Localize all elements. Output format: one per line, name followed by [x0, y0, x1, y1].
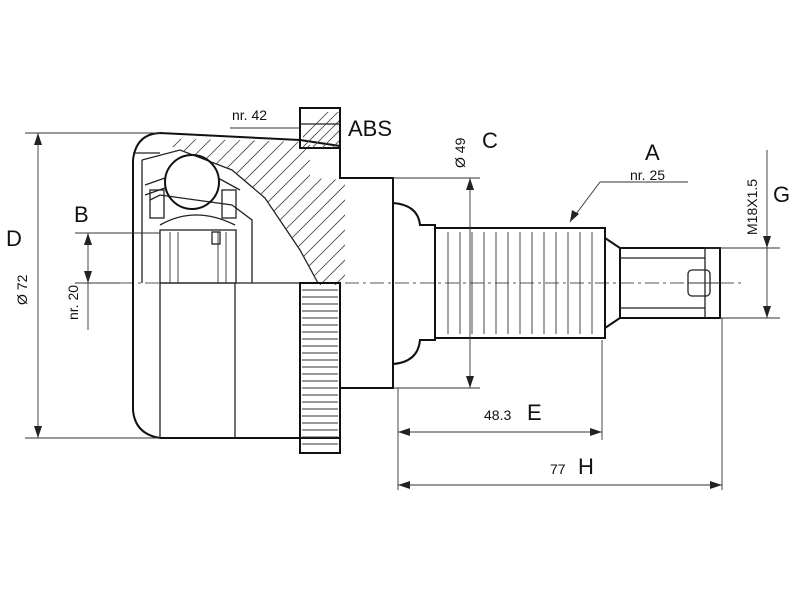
label-h: H [578, 454, 594, 479]
abs-ring [299, 107, 341, 454]
labels: nr. 42 ABS C Ø 49 A nr. 25 G M18X1.5 B n… [6, 107, 790, 479]
label-c: C [482, 128, 498, 153]
label-a: A [645, 140, 660, 165]
g-thread-label: M18X1.5 [744, 179, 760, 235]
bearing-ball [164, 154, 220, 210]
e-length-label: 48.3 [484, 407, 511, 423]
dimensions [25, 127, 780, 490]
b-splines-label: nr. 20 [65, 285, 81, 320]
abs-label: ABS [348, 116, 392, 141]
label-e: E [527, 400, 542, 425]
h-length-label: 77 [550, 461, 566, 477]
abs-teeth [302, 289, 338, 445]
d-diameter-label: Ø 72 [14, 274, 30, 305]
ball-and-cage [144, 154, 241, 284]
abs-teeth-label: nr. 42 [232, 107, 267, 123]
c-diameter-label: Ø 49 [452, 137, 468, 168]
label-b: B [74, 202, 89, 227]
label-d: D [6, 226, 22, 251]
label-g: G [773, 182, 790, 207]
a-splines-label: nr. 25 [630, 167, 665, 183]
stub-shaft [392, 202, 721, 365]
bell-housing [132, 131, 394, 439]
shaft-splines [447, 232, 593, 334]
